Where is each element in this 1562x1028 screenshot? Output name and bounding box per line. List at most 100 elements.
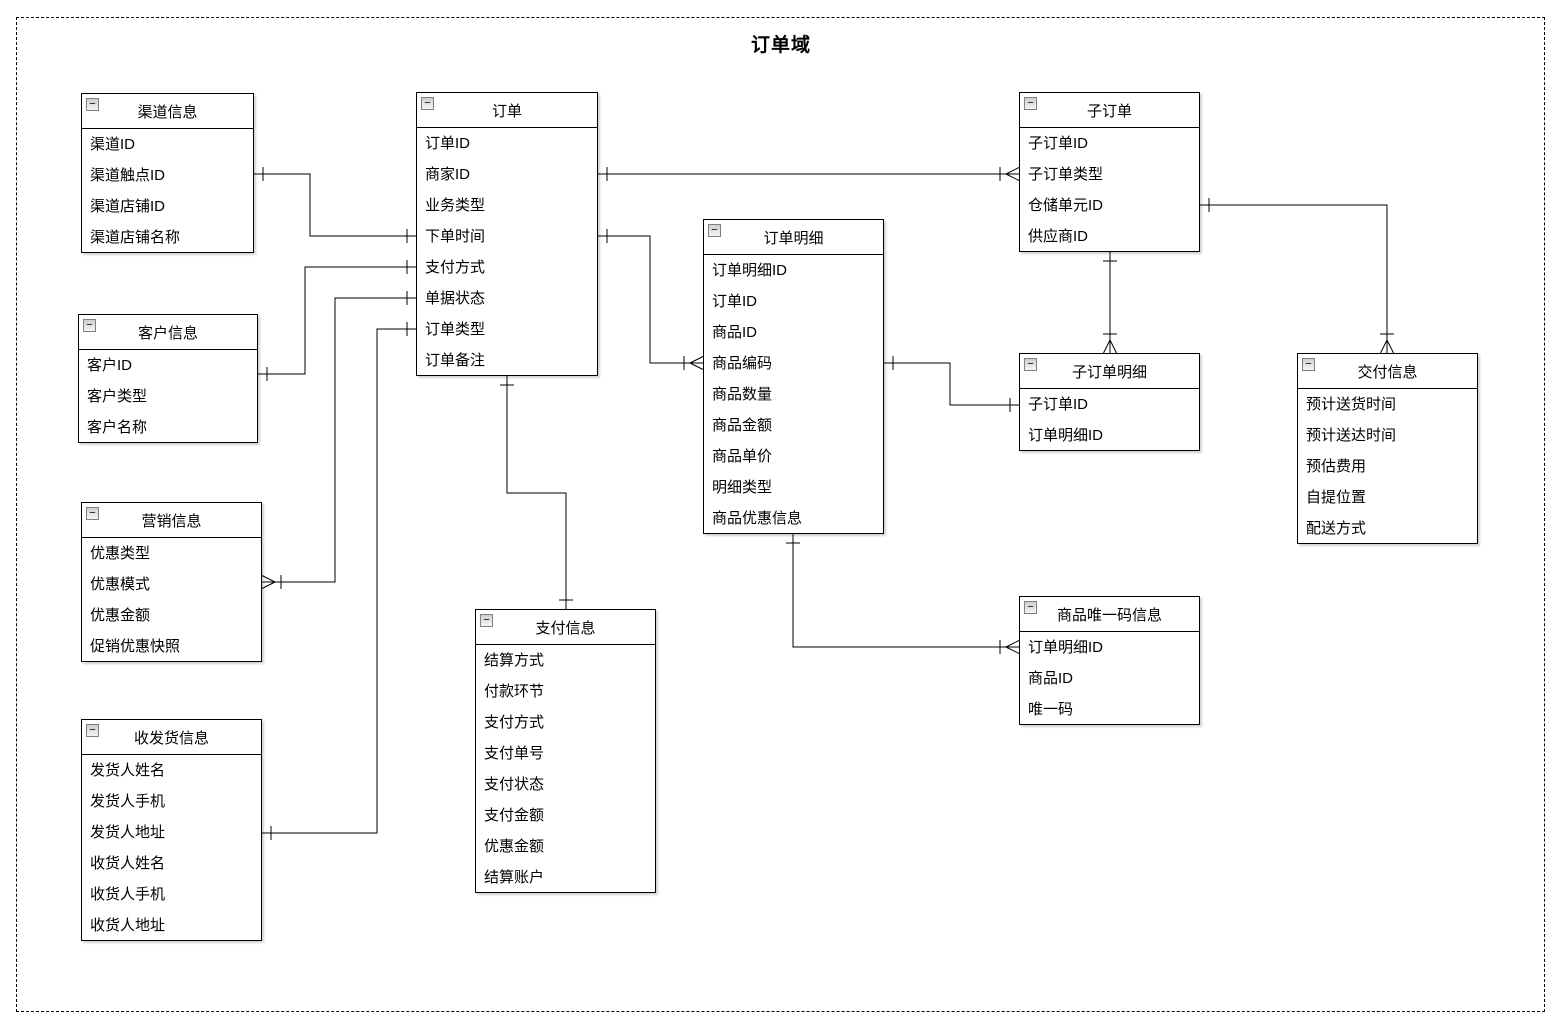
entity-body: 订单明细ID 订单ID 商品ID 商品编码商品数量商品金额商品单价明细类型商品优惠信息: [704, 255, 883, 534]
entity-field[interactable]: 下单时间: [425, 228, 486, 245]
entity-field[interactable]: 支付方式: [425, 259, 486, 276]
entity-field[interactable]: 仓储单元ID: [1028, 197, 1104, 214]
relationship-edge[interactable]: [1103, 252, 1117, 354]
entity-field[interactable]: 优惠金额: [484, 838, 545, 855]
entity-field[interactable]: 发货人手机: [90, 793, 166, 810]
entity-field[interactable]: 商品优惠信息: [712, 510, 803, 527]
relationship-edge[interactable]: [262, 322, 416, 840]
relationship-edge[interactable]: [254, 167, 416, 243]
entity-field[interactable]: 订单ID: [712, 293, 758, 310]
relationship-edge[interactable]: [1200, 198, 1394, 354]
entity-field[interactable]: 供应商ID: [1028, 228, 1089, 245]
entity-field[interactable]: 商品数量: [712, 386, 773, 403]
entity-marketing-info[interactable]: − 营销信息 优惠类型优惠模式优惠金额促销优惠快照: [81, 502, 262, 662]
entity-title: 渠道信息: [137, 103, 198, 121]
entity-field[interactable]: 发货人地址: [90, 824, 166, 841]
entity-field[interactable]: 结算方式: [484, 652, 545, 669]
entity-field[interactable]: 客户名称: [87, 419, 148, 436]
entity-shipping-info[interactable]: − 收发货信息 发货人姓名发货人手机发货人地址收货人姓名收货人手机收货人地址: [81, 719, 262, 941]
entity-field[interactable]: 收货人姓名: [90, 855, 166, 872]
collapse-icon[interactable]: −: [708, 224, 721, 237]
entity-body: 订单ID 商家ID 业务类型下单时间支付方式单据状态订单类型订单备注: [417, 128, 597, 376]
relationship-edge[interactable]: [786, 534, 1020, 654]
collapse-icon[interactable]: −: [86, 98, 99, 111]
collapse-icon[interactable]: −: [480, 614, 493, 627]
entity-field[interactable]: 渠道ID: [90, 136, 136, 153]
collapse-icon[interactable]: −: [86, 507, 99, 520]
entity-field[interactable]: 商家ID: [425, 166, 471, 183]
entity-field[interactable]: 订单备注: [425, 352, 486, 369]
entity-field[interactable]: 收货人手机: [90, 886, 166, 903]
entity-body: 订单明细ID 商品ID 唯一码: [1020, 632, 1199, 725]
entity-field[interactable]: 订单明细ID: [712, 262, 788, 279]
collapse-icon[interactable]: −: [1024, 97, 1037, 110]
entity-sub-order-detail[interactable]: − 子订单明细 子订单ID 订单明细ID: [1019, 353, 1200, 451]
entity-field[interactable]: 支付方式: [484, 714, 545, 731]
entity-field[interactable]: 发货人姓名: [90, 762, 166, 779]
entity-field[interactable]: 自提位置: [1306, 489, 1367, 506]
entity-field[interactable]: 促销优惠快照: [90, 638, 181, 655]
entity-field[interactable]: 优惠金额: [90, 607, 151, 624]
entity-field[interactable]: 唯一码: [1028, 701, 1074, 718]
entity-field[interactable]: 子订单ID: [1028, 135, 1089, 152]
entity-field[interactable]: 优惠模式: [90, 576, 151, 593]
entity-field[interactable]: 订单类型: [425, 321, 486, 338]
collapse-icon[interactable]: −: [1024, 601, 1037, 614]
entity-body: 子订单ID 子订单类型仓储单元ID 供应商ID: [1020, 128, 1199, 252]
order-domain-frame: [16, 17, 1545, 1012]
entity-field[interactable]: 业务类型: [425, 197, 486, 214]
entity-field[interactable]: 商品金额: [712, 417, 773, 434]
collapse-icon[interactable]: −: [86, 724, 99, 737]
entity-title: 子订单明细: [1071, 363, 1147, 381]
collapse-icon[interactable]: −: [1024, 358, 1037, 371]
entity-field[interactable]: 客户类型: [87, 388, 148, 405]
entity-field[interactable]: 明细类型: [712, 479, 773, 496]
collapse-icon[interactable]: −: [83, 319, 96, 332]
entity-field[interactable]: 支付金额: [484, 807, 545, 824]
entity-field[interactable]: 付款环节: [484, 683, 545, 700]
entity-field[interactable]: 商品ID: [1028, 670, 1074, 687]
entity-payment-info[interactable]: − 支付信息 结算方式付款环节支付方式支付单号支付状态支付金额优惠金额结算账户: [475, 609, 656, 893]
entity-field[interactable]: 渠道店铺ID: [90, 198, 166, 215]
entity-field[interactable]: 订单ID: [425, 135, 471, 152]
entity-field[interactable]: 优惠类型: [90, 545, 151, 562]
entity-field[interactable]: 商品编码: [712, 355, 773, 372]
entity-field[interactable]: 收货人地址: [90, 917, 166, 934]
relationship-edge[interactable]: [258, 260, 416, 381]
entity-header: − 交付信息: [1298, 354, 1477, 389]
entity-body: 结算方式付款环节支付方式支付单号支付状态支付金额优惠金额结算账户: [476, 645, 655, 893]
entity-field[interactable]: 客户ID: [87, 357, 133, 374]
relationship-edge[interactable]: [884, 356, 1019, 412]
entity-title: 订单: [491, 102, 522, 120]
relationship-edge[interactable]: [500, 376, 573, 609]
entity-field[interactable]: 商品ID: [712, 324, 758, 341]
collapse-icon[interactable]: −: [421, 97, 434, 110]
entity-field[interactable]: 渠道触点ID: [90, 167, 166, 184]
entity-field[interactable]: 支付状态: [484, 776, 545, 793]
entity-field[interactable]: 子订单ID: [1028, 396, 1089, 413]
relationship-edge[interactable]: [598, 229, 704, 370]
entity-field[interactable]: 订单明细ID: [1028, 427, 1104, 444]
entity-field[interactable]: 支付单号: [484, 745, 545, 762]
entity-field[interactable]: 预计送达时间: [1306, 427, 1397, 444]
entity-field[interactable]: 商品单价: [712, 448, 773, 465]
entity-field[interactable]: 渠道店铺名称: [90, 229, 181, 246]
entity-field[interactable]: 预估费用: [1306, 458, 1367, 475]
entity-field[interactable]: 子订单类型: [1028, 166, 1104, 183]
entity-channel-info[interactable]: − 渠道信息 渠道ID 渠道触点ID 渠道店铺ID 渠道店铺名称: [81, 93, 254, 253]
entity-field[interactable]: 订单明细ID: [1028, 639, 1104, 656]
entity-field[interactable]: 配送方式: [1306, 520, 1367, 537]
entity-order[interactable]: − 订单 订单ID 商家ID 业务类型下单时间支付方式单据状态订单类型订单备注: [416, 92, 598, 376]
entity-field[interactable]: 单据状态: [425, 290, 486, 307]
relationship-edge[interactable]: [598, 167, 1020, 181]
entity-field[interactable]: 预计送货时间: [1306, 396, 1397, 413]
relationship-edge[interactable]: [261, 291, 416, 589]
collapse-icon[interactable]: −: [1302, 358, 1315, 371]
entity-field[interactable]: 结算账户: [484, 869, 545, 886]
entity-delivery-info[interactable]: − 交付信息 预计送货时间预计送达时间预估费用自提位置配送方式: [1297, 353, 1478, 544]
